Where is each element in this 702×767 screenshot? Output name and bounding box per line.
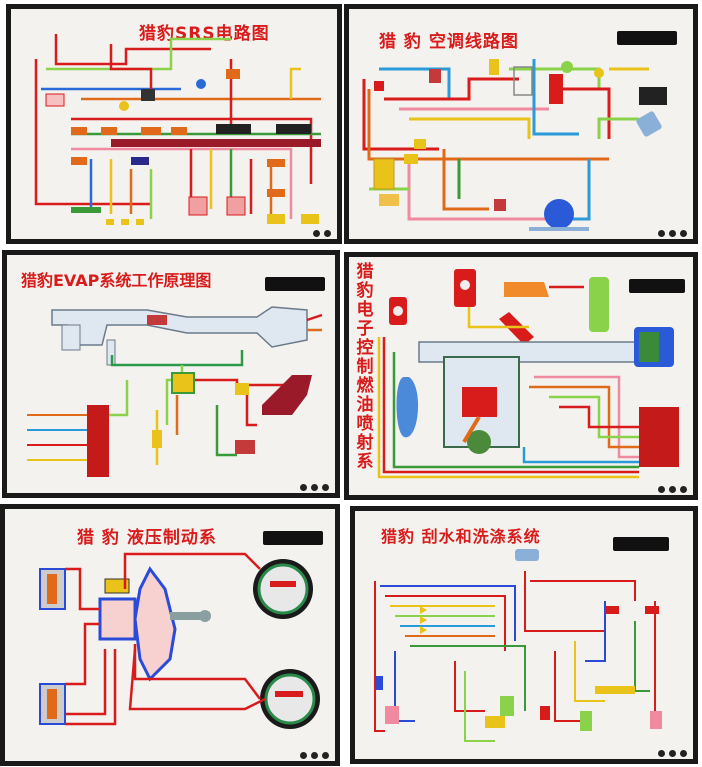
board-srs: 猎豹SRS电路图 xyxy=(6,4,342,244)
board-wiper-title: 猎豹 刮水和洗涤系统 xyxy=(381,527,541,546)
efi-diagram xyxy=(377,269,679,479)
evap-diagram xyxy=(27,306,323,477)
board-wiper: 猎豹 刮水和洗涤系统 xyxy=(350,506,698,764)
board-brake-panel: 猎 豹 液压制动系 xyxy=(5,509,335,761)
board-brake-display-slot xyxy=(263,531,323,545)
board-wiper-panel: 猎豹 刮水和洗涤系统 xyxy=(355,511,693,759)
board-efi-knobs xyxy=(658,486,687,493)
board-efi-panel: 猎豹电子控制燃油喷射系 xyxy=(349,257,693,495)
srs-main-harness xyxy=(111,139,321,147)
board-brake-knobs xyxy=(300,752,329,759)
ac-circuit-diagram xyxy=(362,59,667,231)
board-ac-panel: 猎 豹 空调线路图 xyxy=(349,9,693,239)
evap-fuel-tank xyxy=(51,306,308,348)
board-srs-knobs xyxy=(313,230,331,237)
board-efi-display-slot xyxy=(629,279,685,293)
board-srs-panel: 猎豹SRS电路图 xyxy=(11,9,337,239)
efi-ecu xyxy=(639,407,679,467)
board-brake: 猎 豹 液压制动系 xyxy=(0,504,340,766)
wiper-diagram xyxy=(374,549,662,742)
brake-diagram xyxy=(39,552,320,729)
efi-fuel-filter xyxy=(504,282,549,297)
board-ac: 猎 豹 空调线路图 xyxy=(344,4,698,244)
board-efi-title: 猎豹电子控制燃油喷射系 xyxy=(356,262,374,472)
board-evap-knobs xyxy=(300,484,329,491)
board-evap-panel: 猎豹EVAP系统工作原理图 xyxy=(7,255,335,493)
brake-booster xyxy=(133,566,177,682)
board-brake-title: 猎 豹 液压制动系 xyxy=(77,528,217,548)
brake-master-cylinder xyxy=(98,597,137,641)
board-evap: 猎豹EVAP系统工作原理图 xyxy=(2,250,340,498)
board-ac-display-slot xyxy=(617,31,677,45)
board-wiper-knobs xyxy=(658,750,687,757)
board-wiper-display-slot xyxy=(613,537,669,551)
board-ac-title: 猎 豹 空调线路图 xyxy=(379,32,519,52)
board-ac-knobs xyxy=(658,230,687,237)
srs-circuit-diagram xyxy=(34,34,321,225)
board-evap-display-slot xyxy=(265,277,325,291)
board-efi: 猎豹电子控制燃油喷射系 xyxy=(344,252,698,500)
board-evap-title: 猎豹EVAP系统工作原理图 xyxy=(21,271,212,290)
